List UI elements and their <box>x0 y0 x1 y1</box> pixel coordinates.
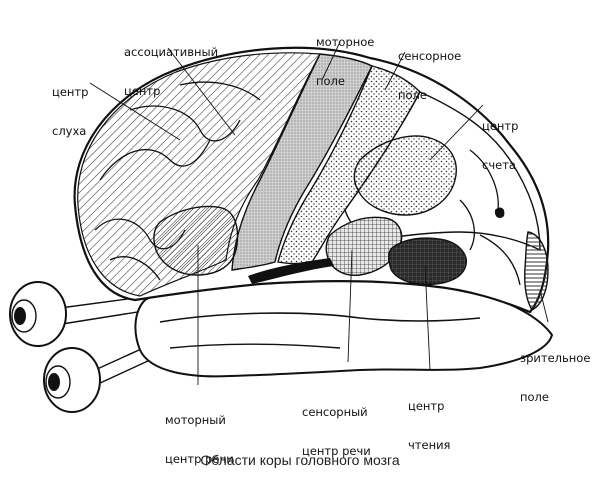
sensory-speech-center-area <box>325 216 403 277</box>
leader-lines <box>89 41 549 385</box>
central-fissure-mark <box>494 207 505 218</box>
temporal-sulcus <box>159 312 481 323</box>
motor-speech-center-area <box>153 205 239 276</box>
figure-caption: Области коры головного мозга <box>200 452 400 468</box>
temporal-sulcus-2 <box>169 343 341 349</box>
counting-center-area <box>353 135 457 216</box>
label-motor-field: моторное поле <box>316 35 375 88</box>
label-motor-speech-center: моторный центр речи <box>165 413 234 466</box>
label-hearing-center: центр слуха <box>52 85 89 138</box>
label-reading-center: центр чтения <box>408 399 451 452</box>
label-counting-center: центр счета <box>482 119 519 172</box>
eye-upper <box>9 281 67 347</box>
label-sensory-field: сенсорное поле <box>398 49 462 102</box>
occipital-gyri <box>459 149 521 286</box>
lateral-fissure <box>248 258 334 284</box>
optic-nerve-lower-2 <box>97 359 151 385</box>
reading-center-area <box>387 237 467 286</box>
label-visual-field: зрительное поле <box>520 351 591 404</box>
label-association-center: ассоциативный центр <box>124 45 219 98</box>
visual-field-area <box>524 231 549 311</box>
label-sensory-speech-center: сенсорный центр речи <box>302 405 371 458</box>
optic-nerve-upper-2 <box>61 309 151 325</box>
eye-lower <box>43 347 101 413</box>
